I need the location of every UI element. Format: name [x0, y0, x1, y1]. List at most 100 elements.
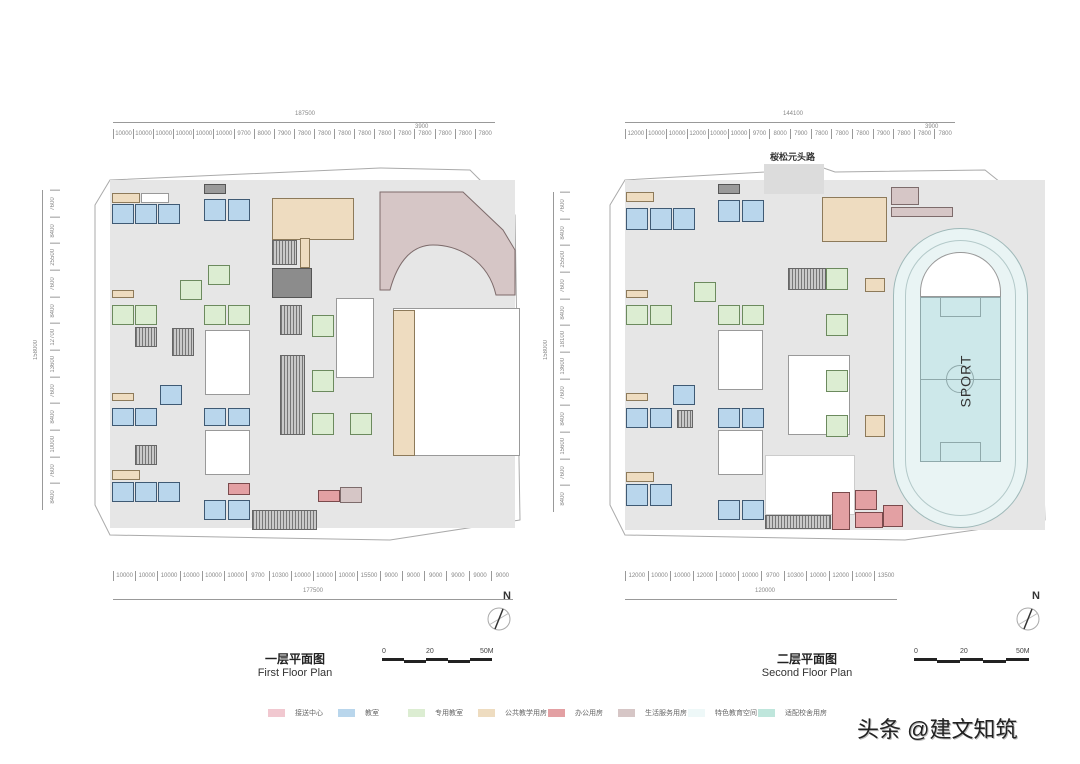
scale-bar: 0 20 50M — [382, 648, 502, 668]
classroom — [742, 500, 764, 520]
dimension-segment: 7600 — [560, 378, 570, 406]
dimension-segment: 7800 — [394, 129, 414, 139]
special-classroom — [650, 305, 672, 325]
art-classroom — [826, 314, 848, 336]
top-dimension-line — [113, 122, 495, 123]
classroom — [718, 408, 740, 428]
office-room — [112, 470, 140, 480]
dimension-segment: 8000 — [253, 129, 274, 139]
classroom — [204, 408, 226, 426]
dimension-segment: 8000 — [769, 129, 790, 139]
office-room-red — [855, 512, 883, 528]
classroom — [626, 484, 648, 506]
dimension-segment: 7600 — [560, 192, 570, 219]
classroom — [228, 408, 250, 426]
classroom — [626, 408, 648, 428]
legend-label: 生活服务用房 — [645, 710, 687, 717]
entrance-steps — [252, 510, 317, 530]
special-classroom — [208, 265, 230, 285]
dimension-segment: 10000 — [201, 571, 224, 581]
dimension-segment: 7800 — [414, 129, 434, 139]
dimension-segment: 10000 — [312, 571, 335, 581]
office-room-red — [883, 505, 903, 527]
dimension-segment: 10000 — [50, 430, 60, 457]
dimension-segment: 9000 — [490, 571, 513, 581]
dimension-segment: 8400 — [50, 216, 60, 244]
dimension-segment: 8400 — [560, 405, 570, 432]
art-classroom — [312, 315, 334, 337]
classroom — [650, 484, 672, 506]
art-classroom — [826, 370, 848, 392]
legend-swatch — [688, 709, 705, 717]
dimension-segment: 7800 — [474, 129, 495, 139]
dimension-segment: 8400 — [560, 298, 570, 326]
plan-title: 二层平面图 Second Floor Plan — [757, 650, 857, 679]
courtyard — [336, 298, 374, 378]
dimension-segment: 8400 — [50, 483, 60, 510]
legend-item: 生活服务用房 — [618, 708, 687, 718]
legend-swatch — [268, 709, 285, 717]
dimension-segment: 10000 — [213, 129, 233, 139]
art-classroom — [312, 413, 334, 435]
legend-label: 特色教育空间 — [715, 710, 757, 717]
plan-title-en: First Floor Plan — [257, 667, 333, 679]
dimension-segment: 12000 — [625, 129, 646, 139]
dimension-segment: 10000 — [113, 571, 135, 581]
courtyard — [205, 330, 250, 395]
dimension-segment: 7600 — [560, 458, 570, 486]
dimension-segment: 10000 — [113, 129, 133, 139]
north-arrow-icon — [1016, 607, 1040, 631]
scale-mid: 20 — [426, 648, 434, 655]
dimension-segment: 7800 — [851, 129, 873, 139]
stairs — [135, 445, 157, 465]
top-extra-dimension: 3900 — [415, 124, 429, 130]
dimension-segment: 10000 — [135, 571, 157, 581]
dimension-segment: 7600 — [50, 270, 60, 297]
stairs — [677, 410, 693, 428]
office-room-red — [318, 490, 340, 502]
dimension-segment: 8400 — [560, 485, 570, 512]
legend-item: 适配校舍用房 — [758, 708, 827, 718]
scale-end: 50M — [1016, 648, 1030, 655]
dimension-segment: 7800 — [831, 129, 852, 139]
scale-mid: 20 — [960, 648, 968, 655]
dimension-segment: 7800 — [810, 129, 832, 139]
dimension-segment: 9000 — [446, 571, 468, 581]
bottom-dimension-line — [113, 599, 513, 600]
dimension-segment: 10000 — [153, 129, 173, 139]
dimension-segment: 10000 — [806, 571, 829, 581]
classroom — [204, 500, 226, 520]
left-total-dimension: 158000 — [543, 340, 549, 361]
dimension-segment: 12000 — [686, 129, 708, 139]
legend-label: 办公用房 — [575, 710, 603, 717]
top-total-dimension: 144100 — [783, 111, 804, 117]
atrium-void — [765, 455, 855, 515]
plan-title-cn: 二层平面图 — [776, 652, 837, 666]
north-arrow-icon — [487, 607, 511, 631]
classroom — [673, 385, 695, 405]
dimension-segment: 7800 — [934, 129, 955, 139]
bottom-total-dimension: 120000 — [755, 588, 776, 594]
special-classroom — [718, 305, 740, 325]
dimension-segment: 13600 — [50, 350, 60, 377]
penalty-box-top — [940, 297, 981, 317]
entrance-steps — [765, 515, 831, 529]
office-room — [112, 290, 134, 298]
special-classroom — [742, 305, 764, 325]
classroom — [112, 204, 134, 224]
stairs — [280, 305, 302, 335]
entrance-plaza — [764, 164, 824, 194]
classroom — [742, 408, 764, 428]
left-total-dimension: 158000 — [33, 340, 39, 361]
dimension-segment: 10000 — [645, 129, 667, 139]
watermark: 头条 @建文知筑 — [857, 717, 1018, 742]
track-lane — [905, 240, 1016, 516]
dimension-segment: 13600 — [560, 352, 570, 379]
dimension-segment: 10300 — [268, 571, 291, 581]
restroom — [718, 184, 740, 194]
courtyard — [718, 430, 763, 475]
dimension-segment: 7800 — [354, 129, 374, 139]
